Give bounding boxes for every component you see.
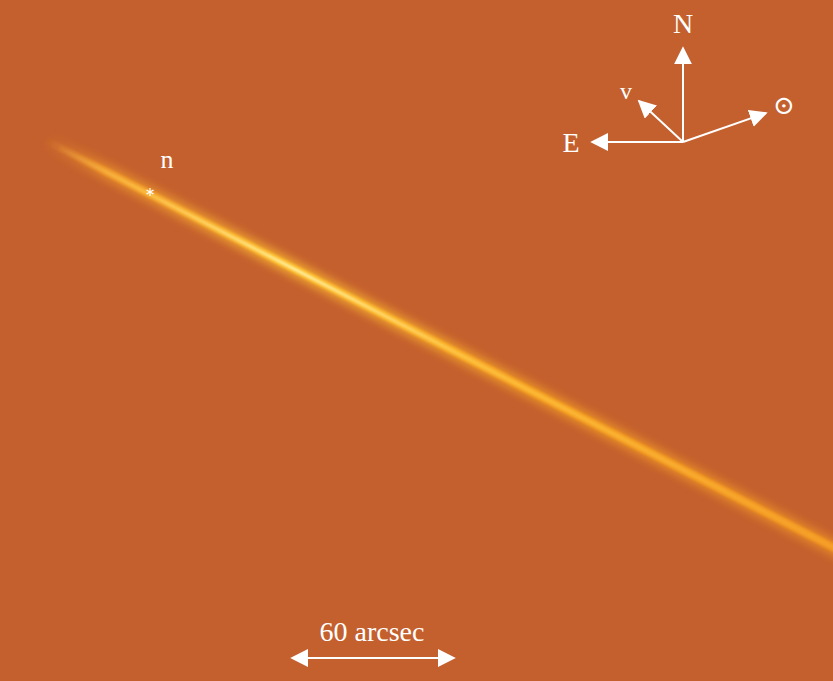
- east-label: E: [562, 129, 579, 157]
- north-label: N: [673, 10, 693, 38]
- velocity-label: v: [620, 79, 632, 103]
- dust-trail: [45, 140, 833, 556]
- scale-bar: [292, 657, 454, 659]
- sun-direction-label: ⊙: [773, 93, 795, 119]
- nucleus-marker: [147, 188, 154, 196]
- scale-label: 60 arcsec: [320, 618, 425, 646]
- nucleus-label: n: [161, 147, 174, 173]
- compass: [592, 48, 766, 142]
